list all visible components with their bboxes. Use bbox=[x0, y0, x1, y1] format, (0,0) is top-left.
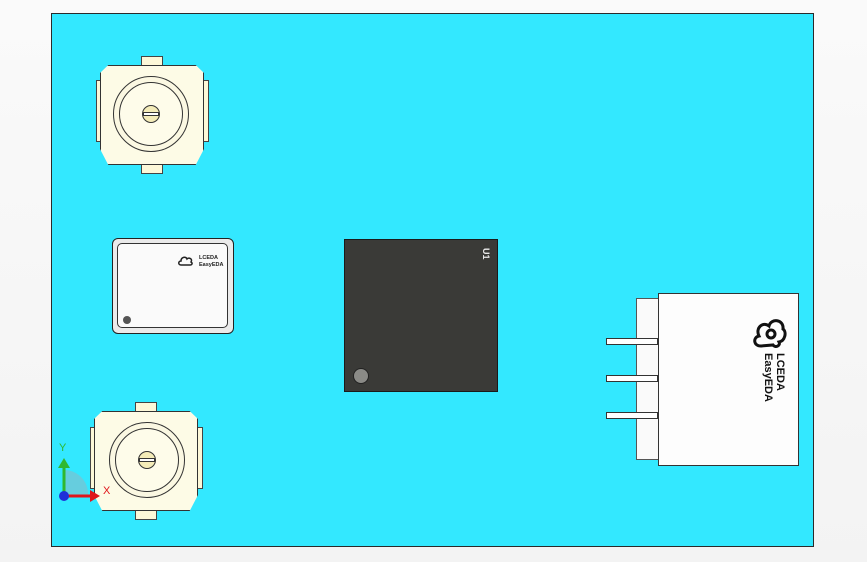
crystal-logo-line2: EasyEDA bbox=[199, 262, 224, 268]
connector-housing-segment bbox=[636, 342, 660, 379]
crystal-lid bbox=[117, 243, 228, 328]
crystal-oscillator[interactable]: LCEDA EasyEDA bbox=[112, 238, 234, 334]
sma-pin bbox=[141, 56, 163, 66]
connector-logo-line1: LCEDA bbox=[774, 353, 786, 391]
connector-housing-segment bbox=[636, 416, 660, 460]
axis-triad-icon bbox=[58, 458, 100, 502]
sma-center-slot bbox=[139, 458, 155, 462]
pin1-marker bbox=[353, 368, 369, 384]
cloud-logo-icon bbox=[753, 319, 787, 348]
crystal-logo-line1: LCEDA bbox=[199, 255, 218, 261]
connector-pin bbox=[606, 412, 658, 419]
connector-pin bbox=[606, 338, 658, 345]
header-connector[interactable]: LCEDA EasyEDA bbox=[605, 293, 800, 466]
y-axis-label: Y bbox=[59, 442, 67, 454]
connector-logo-line2: EasyEDA bbox=[762, 353, 774, 402]
pin1-marker bbox=[123, 316, 131, 324]
sma-pin bbox=[135, 402, 157, 412]
connector-housing-segment bbox=[636, 379, 660, 416]
sma-pin bbox=[141, 164, 163, 174]
sma-connector-bottom[interactable] bbox=[87, 402, 205, 520]
main-ic-chip[interactable]: U1 bbox=[344, 239, 498, 392]
chip-marking: U1 bbox=[481, 248, 491, 260]
sma-pin bbox=[135, 510, 157, 520]
connector-pin bbox=[606, 375, 658, 382]
sma-center-slot bbox=[143, 112, 159, 116]
cloud-logo-icon bbox=[178, 256, 193, 266]
coordinate-axis-triad: Y X bbox=[52, 440, 112, 506]
x-axis-label: X bbox=[103, 485, 111, 497]
sma-connector-top[interactable] bbox=[93, 56, 211, 174]
connector-housing-segment bbox=[636, 298, 660, 342]
